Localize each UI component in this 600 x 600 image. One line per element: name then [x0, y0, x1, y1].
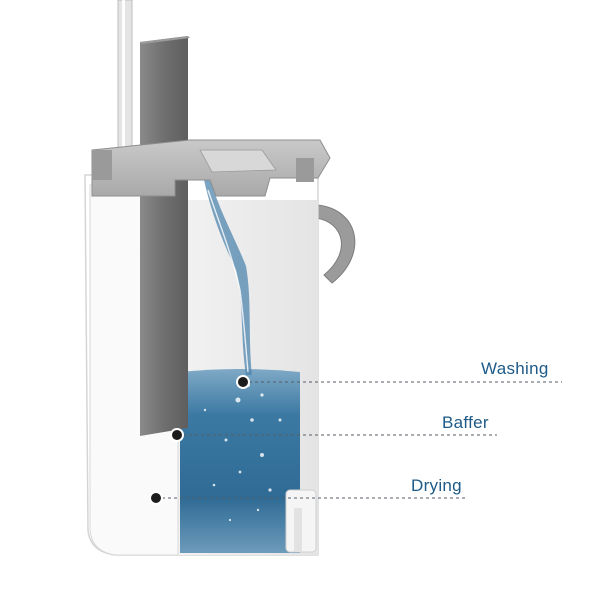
callout-baffer-leader: [170, 428, 497, 442]
callout-washing-label: Washing: [481, 359, 549, 378]
callout-baffer-dot: [170, 428, 184, 442]
callout-baffer-label: Baffer: [442, 413, 489, 432]
water: [180, 369, 300, 553]
callout-washing-leader: [236, 375, 562, 389]
callout-drying-dot: [149, 491, 163, 505]
callout-drying-label: Drying: [411, 476, 462, 495]
bucket-handle: [315, 204, 356, 284]
callout-washing-dot: [236, 375, 250, 389]
callout-drying-leader: [149, 491, 466, 505]
mop-pad: [140, 36, 188, 436]
